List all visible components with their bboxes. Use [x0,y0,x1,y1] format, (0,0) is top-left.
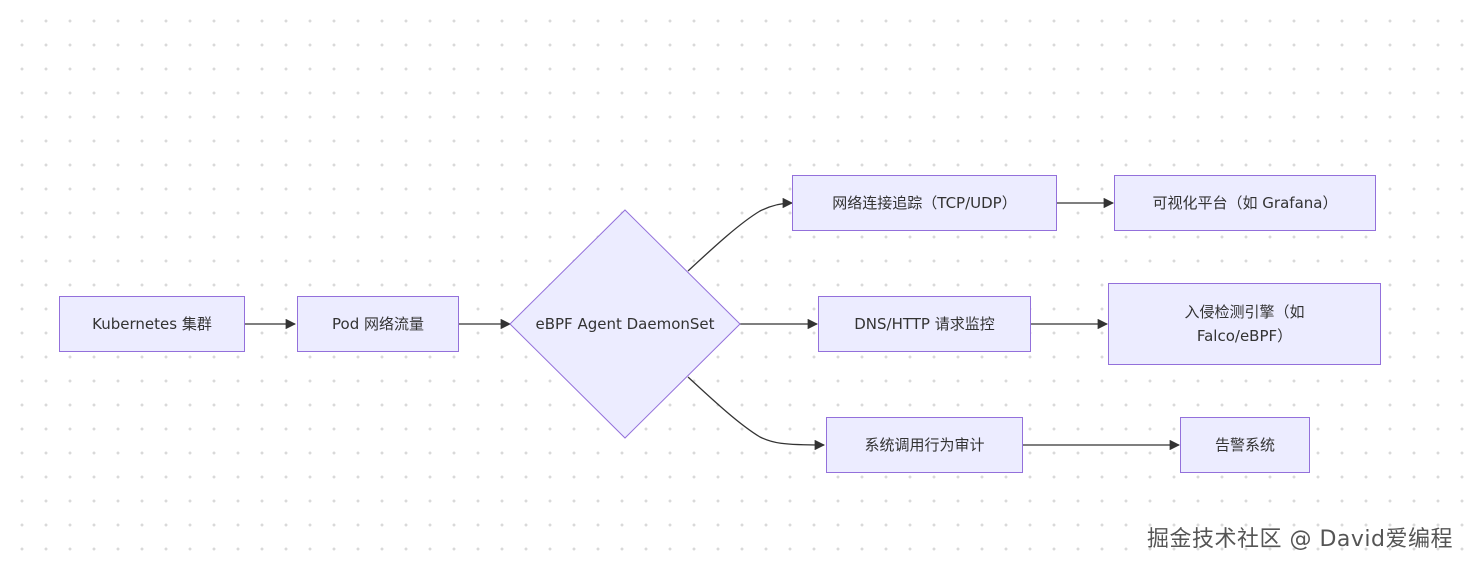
node-syscall-audit: 系统调用行为审计 [826,417,1023,473]
node-alert-system: 告警系统 [1180,417,1310,473]
node-network-trace-label: 网络连接追踪（TCP/UDP） [832,194,1017,212]
node-intrusion-detection: 入侵检测引擎（如 Falco/eBPF） [1108,283,1381,365]
node-syscall-audit-label: 系统调用行为审计 [864,436,985,454]
node-network-trace: 网络连接追踪（TCP/UDP） [792,175,1057,231]
node-pod-traffic: Pod 网络流量 [297,296,459,352]
node-alert-system-label: 告警系统 [1214,436,1275,454]
node-pod-traffic-label: Pod 网络流量 [332,315,424,333]
decision-node-agent-label: eBPF Agent DaemonSet [535,315,715,333]
edge-agent-to-syscall [687,376,826,451]
node-intrusion-detection-label: 入侵检测引擎（如 Falco/eBPF） [1184,303,1305,345]
node-visualization-platform-label: 可视化平台（如 Grafana） [1152,194,1338,212]
node-visualization-platform: 可视化平台（如 Grafana） [1114,175,1376,231]
node-dns-http-monitor-label: DNS/HTTP 请求监控 [854,315,995,333]
node-kubernetes-cluster: Kubernetes 集群 [59,296,245,352]
node-dns-http-monitor: DNS/HTTP 请求监控 [818,296,1031,352]
watermark: 掘金技术社区 @ David爱编程 [1146,527,1453,552]
decision-node-agent [509,209,741,439]
edge-agent-to-net-trace [687,197,794,272]
node-kubernetes-cluster-label: Kubernetes 集群 [92,315,212,333]
